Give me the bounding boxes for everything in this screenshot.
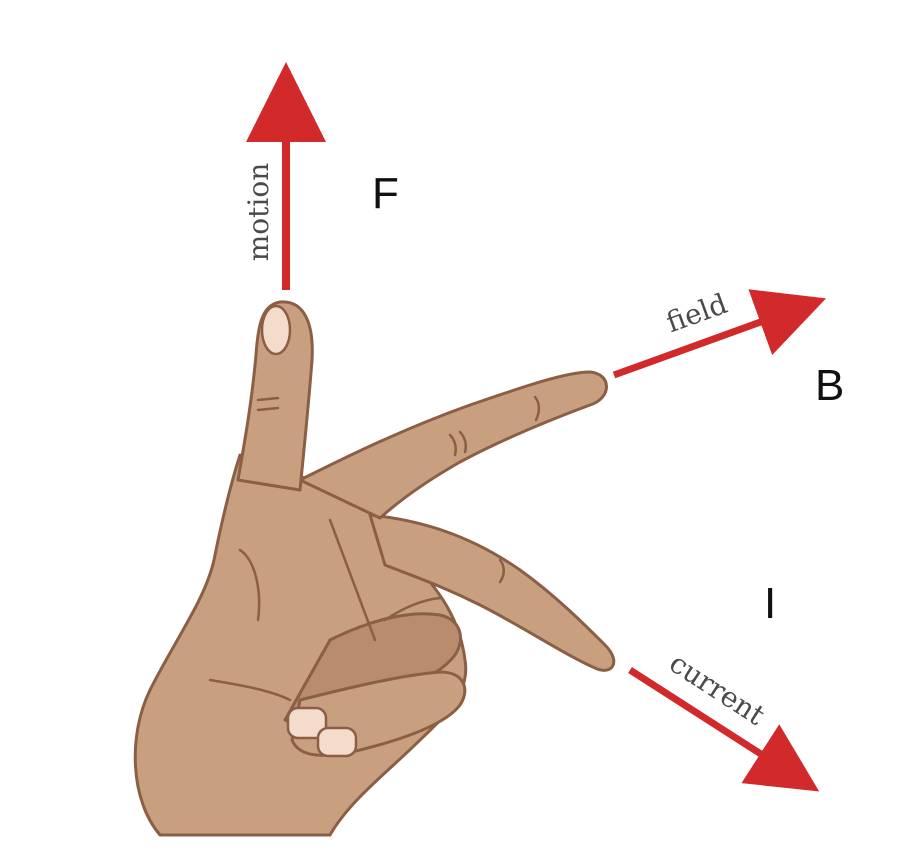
little-nail [316,726,358,758]
current-label: current [664,646,772,732]
field-label: field [662,287,732,339]
field-arrow [612,289,827,379]
force-letter: F [372,169,399,218]
motion-label: motion [242,163,275,262]
thumb [236,300,314,492]
hand-icon [133,300,616,837]
ring-nail [286,706,328,740]
middle-finger [368,513,616,672]
thumb-nail [260,304,292,356]
field-letter: B [815,361,844,410]
current-arrow [628,667,820,792]
index-finger [298,370,608,520]
current-letter: I [764,579,776,628]
